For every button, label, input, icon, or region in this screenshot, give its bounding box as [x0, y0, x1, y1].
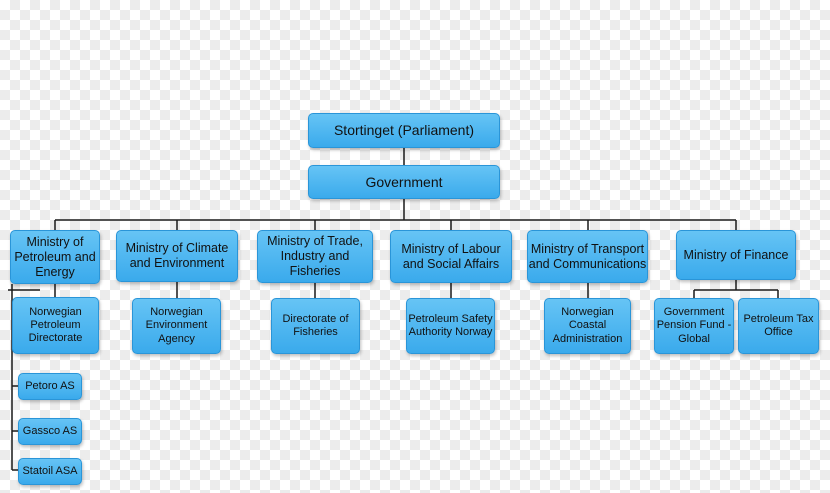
ministry-trade-node[interactable]: Ministry of Trade, Industry and Fisherie… [257, 230, 373, 283]
agency-tax-label: Petroleum Tax Office [743, 312, 814, 338]
agency-coastal-node[interactable]: Norwegian Coastal Administration [544, 298, 631, 354]
agency-psa-label: Petroleum Safety Authority Norway [408, 312, 493, 338]
agency-pension-node[interactable]: Government Pension Fund - Global [654, 298, 734, 354]
ministry-climate-node[interactable]: Ministry of Climate and Environment [116, 230, 238, 282]
ministry-labour-label: Ministry of Labour and Social Affairs [401, 241, 501, 271]
agency-psa-node[interactable]: Petroleum Safety Authority Norway [406, 298, 495, 354]
parliament-node[interactable]: Stortinget (Parliament) [308, 113, 500, 148]
agency-fisheries-label: Directorate of Fisheries [282, 312, 349, 338]
ministry-labour-node[interactable]: Ministry of Labour and Social Affairs [390, 230, 512, 283]
agency-npd-label: Norwegian Petroleum Directorate [28, 305, 83, 345]
agency-fisheries-node[interactable]: Directorate of Fisheries [271, 298, 360, 354]
company-petoro-label: Petoro AS [25, 379, 75, 392]
ministry-climate-label: Ministry of Climate and Environment [125, 241, 229, 270]
agency-tax-node[interactable]: Petroleum Tax Office [738, 298, 819, 354]
company-statoil-label: Statoil ASA [22, 464, 78, 477]
ministry-transport-node[interactable]: Ministry of Transport and Communications [527, 230, 648, 283]
government-node[interactable]: Government [308, 165, 500, 199]
parliament-label: Stortinget (Parliament) [333, 122, 475, 139]
company-petoro-node[interactable]: Petoro AS [18, 373, 82, 400]
agency-npd-node[interactable]: Norwegian Petroleum Directorate [12, 297, 99, 354]
ministry-trade-label: Ministry of Trade, Industry and Fisherie… [267, 234, 363, 278]
ministry-petroleum-node[interactable]: Ministry of Petroleum and Energy [10, 230, 100, 284]
agency-nea-node[interactable]: Norwegian Environment Agency [132, 298, 221, 354]
company-statoil-node[interactable]: Statoil ASA [18, 458, 82, 485]
company-gassco-node[interactable]: Gassco AS [18, 418, 82, 445]
agency-nea-label: Norwegian Environment Agency [145, 306, 208, 345]
ministry-petroleum-label: Ministry of Petroleum and Energy [14, 234, 96, 279]
ministry-finance-label: Ministry of Finance [683, 247, 789, 262]
ministry-finance-node[interactable]: Ministry of Finance [676, 230, 796, 280]
government-label: Government [365, 173, 443, 190]
ministry-transport-label: Ministry of Transport and Communications [528, 241, 647, 271]
company-gassco-label: Gassco AS [22, 424, 78, 437]
agency-pension-label: Government Pension Fund - Global [656, 306, 732, 345]
agency-coastal-label: Norwegian Coastal Administration [552, 306, 623, 345]
